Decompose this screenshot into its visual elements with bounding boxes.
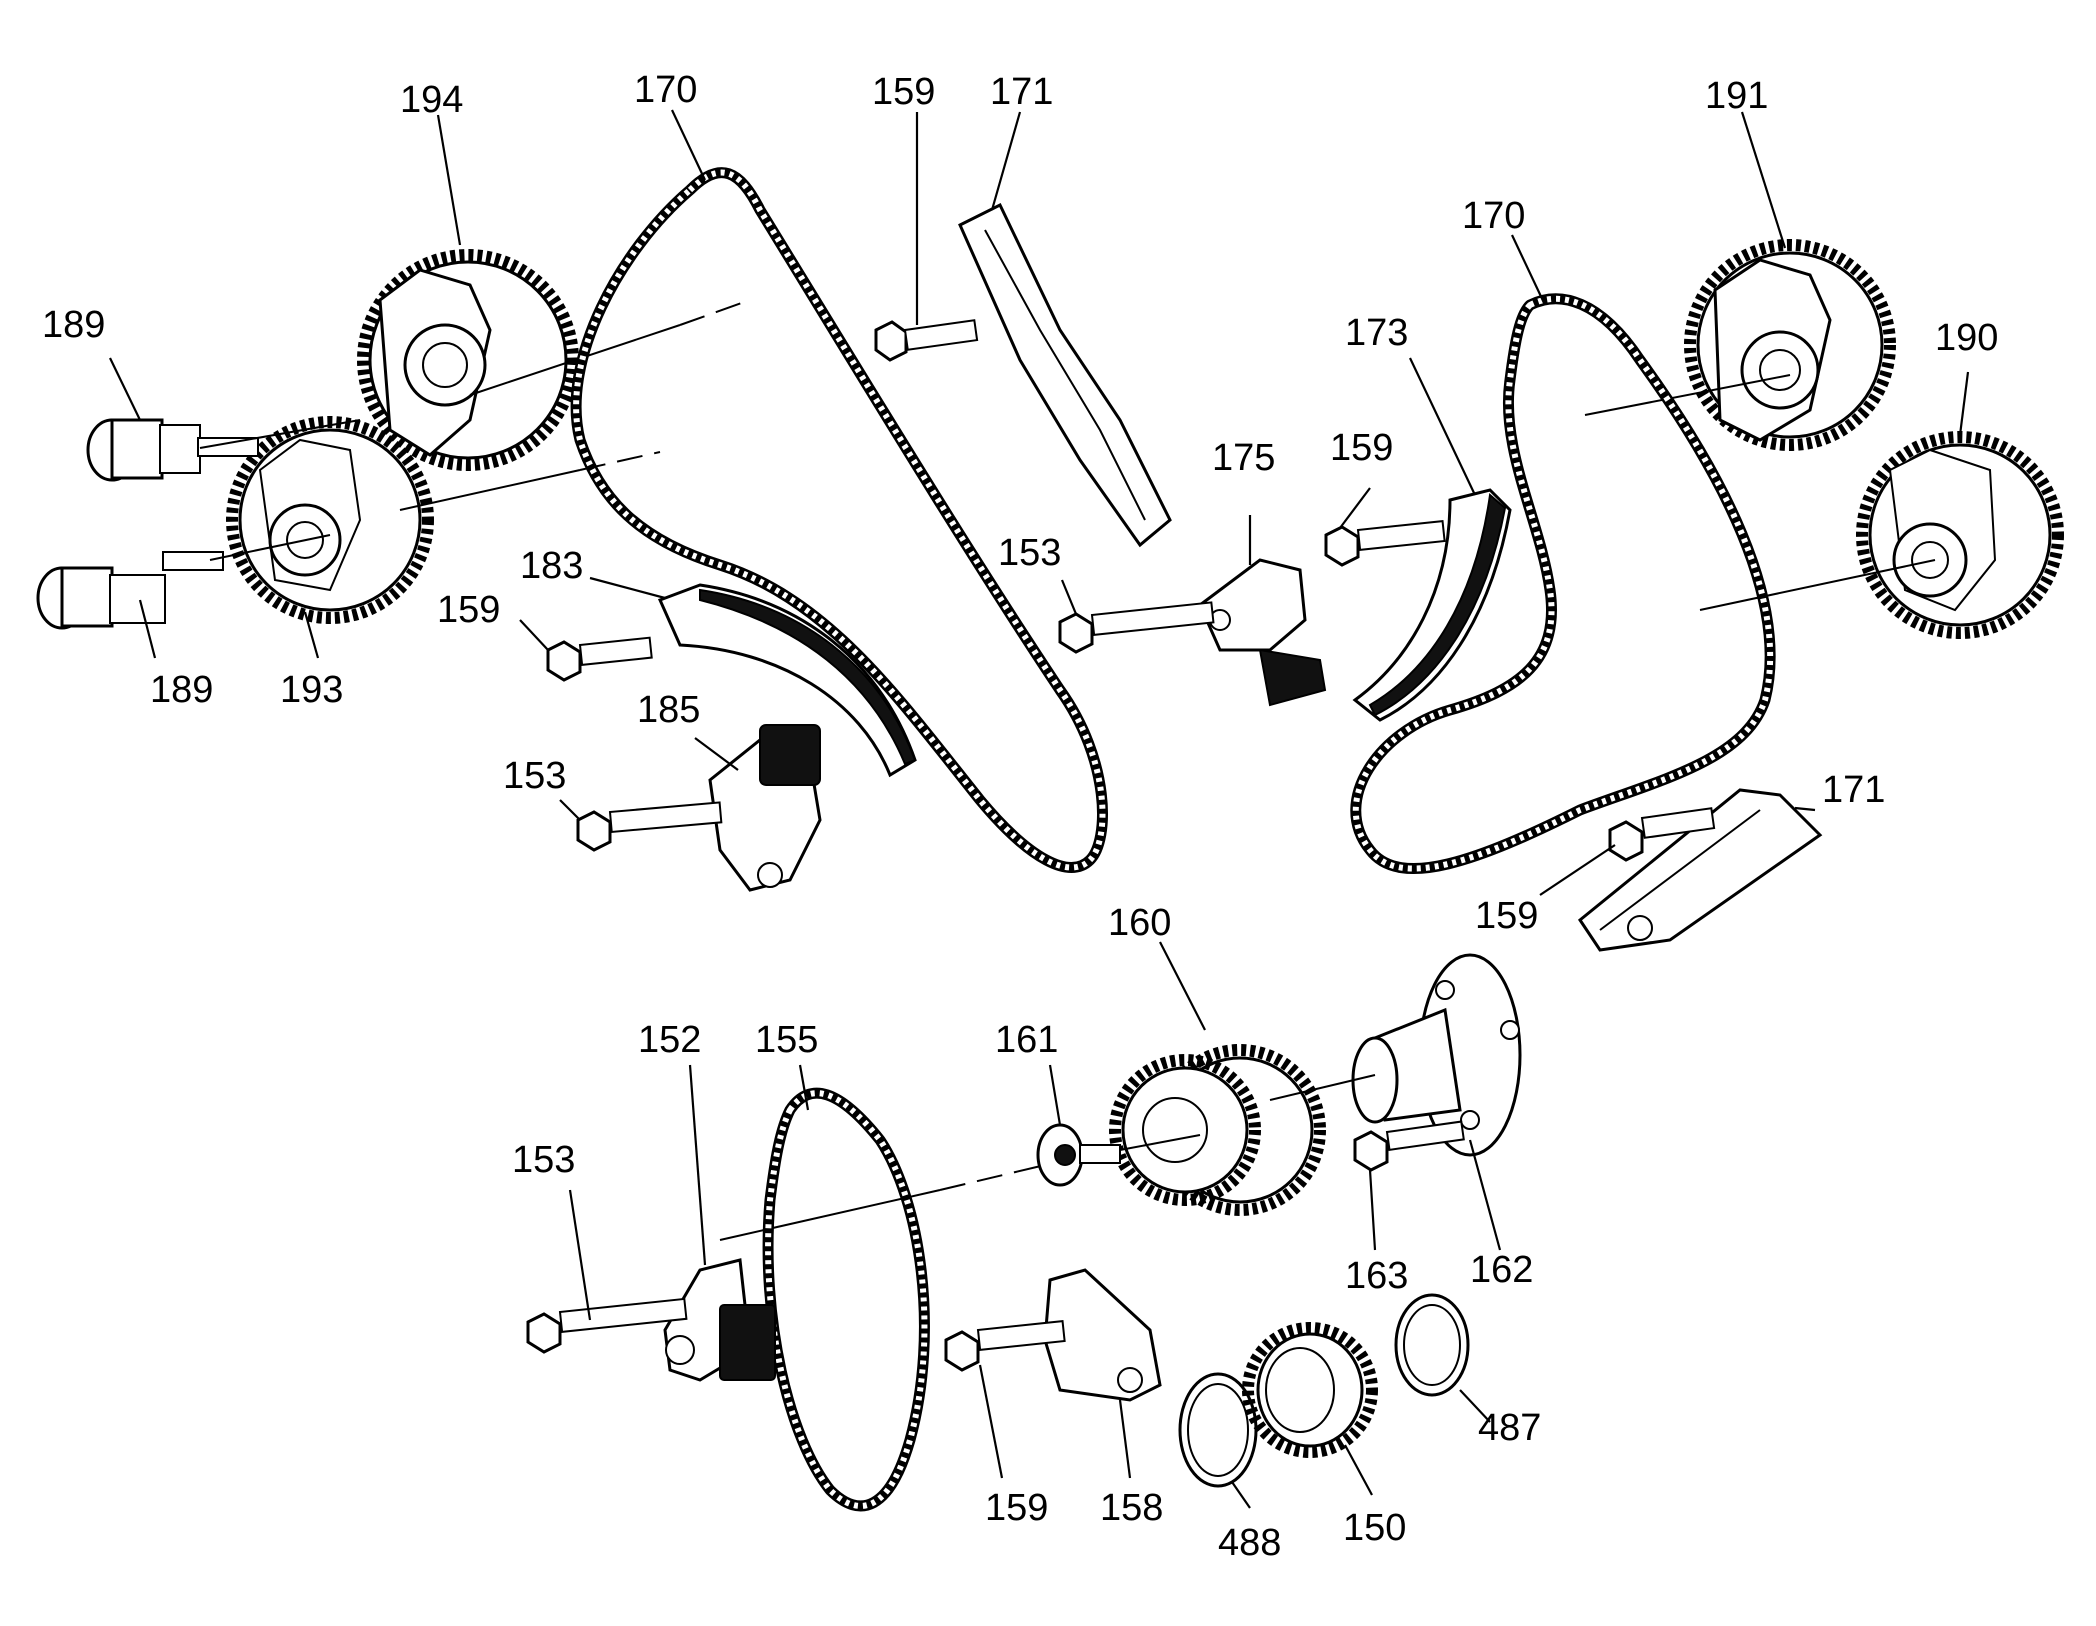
callout-193: 193 (280, 669, 343, 711)
tensioner-shoe-173 (1352, 488, 1512, 722)
oil-control-bolt-189-top (86, 418, 259, 482)
callout-190: 190 (1935, 317, 1998, 359)
callout-159-left: 159 (437, 589, 500, 631)
callout-159-bottom: 159 (985, 1487, 1048, 1529)
timing-chain-155 (762, 1087, 930, 1512)
callout-150: 150 (1343, 1507, 1406, 1549)
chain-guide-171-top (958, 202, 1172, 548)
callout-170-right: 170 (1462, 195, 1525, 237)
washer-487 (1394, 1293, 1470, 1397)
callout-152: 152 (638, 1019, 701, 1061)
callout-189-bottom: 189 (150, 669, 213, 711)
crankshaft-sprocket-160 (1109, 1044, 1326, 1216)
callout-161: 161 (995, 1019, 1058, 1061)
chain-tensioner-152 (663, 1258, 776, 1382)
bolt-159-right (1608, 807, 1716, 862)
callout-162: 162 (1470, 1249, 1533, 1291)
camshaft-actuator-194 (357, 249, 579, 471)
callout-487: 487 (1478, 1407, 1541, 1449)
callout-153-left: 153 (503, 755, 566, 797)
callout-488: 488 (1218, 1522, 1281, 1564)
bolt-153-left (576, 801, 723, 852)
callout-153-mid: 153 (998, 532, 1061, 574)
callout-159-right: 159 (1475, 895, 1538, 937)
sprocket-150 (1242, 1322, 1378, 1458)
callout-153-bottom: 153 (512, 1139, 575, 1181)
bolt-153-mid (1058, 601, 1215, 654)
bolt-159-mid (1324, 520, 1446, 567)
callout-185: 185 (637, 689, 700, 731)
callout-173: 173 (1345, 312, 1408, 354)
callout-labels: 194 170 159 171 191 170 173 190 189 189 … (42, 69, 1998, 1564)
camshaft-actuator-191 (1684, 239, 1896, 451)
bolt-washer-161 (1036, 1123, 1121, 1187)
callout-191: 191 (1705, 75, 1768, 117)
callout-171-right: 171 (1822, 769, 1885, 811)
oil-control-bolt-189-bottom (36, 551, 224, 630)
chain-guide-158 (1043, 1268, 1162, 1402)
callout-159-mid: 159 (1330, 427, 1393, 469)
bolt-159-left (546, 636, 653, 682)
timing-chain-170-left (570, 167, 1108, 873)
callout-183: 183 (520, 545, 583, 587)
callout-171-top: 171 (990, 71, 1053, 113)
callout-175: 175 (1212, 437, 1275, 479)
tensioner-shoe-183 (657, 583, 917, 778)
callout-163: 163 (1345, 1255, 1408, 1297)
camshaft-actuator-190 (1856, 431, 2064, 639)
camshaft-actuator-193 (226, 416, 434, 624)
callout-158: 158 (1100, 1487, 1163, 1529)
chain-guide-171-right (1577, 788, 1823, 952)
bolt-163 (1353, 1120, 1465, 1172)
timing-chain-170-right (1350, 293, 1776, 875)
callout-170-left: 170 (634, 69, 697, 111)
callout-189-top: 189 (42, 304, 105, 346)
bolt-153-bottom (526, 1297, 688, 1354)
chain-tensioner-185 (708, 724, 822, 892)
bolt-159-top (874, 319, 979, 362)
washer-488 (1178, 1372, 1258, 1488)
callout-159-top: 159 (872, 71, 935, 113)
bolt-159-bottom (944, 1320, 1066, 1372)
chain-tensioner-175 (1198, 558, 1327, 707)
callout-160: 160 (1108, 902, 1171, 944)
callout-194: 194 (400, 79, 463, 121)
callout-155: 155 (755, 1019, 818, 1061)
leader-lines (109, 109, 1970, 1509)
idler-shaft-162 (1351, 953, 1522, 1157)
